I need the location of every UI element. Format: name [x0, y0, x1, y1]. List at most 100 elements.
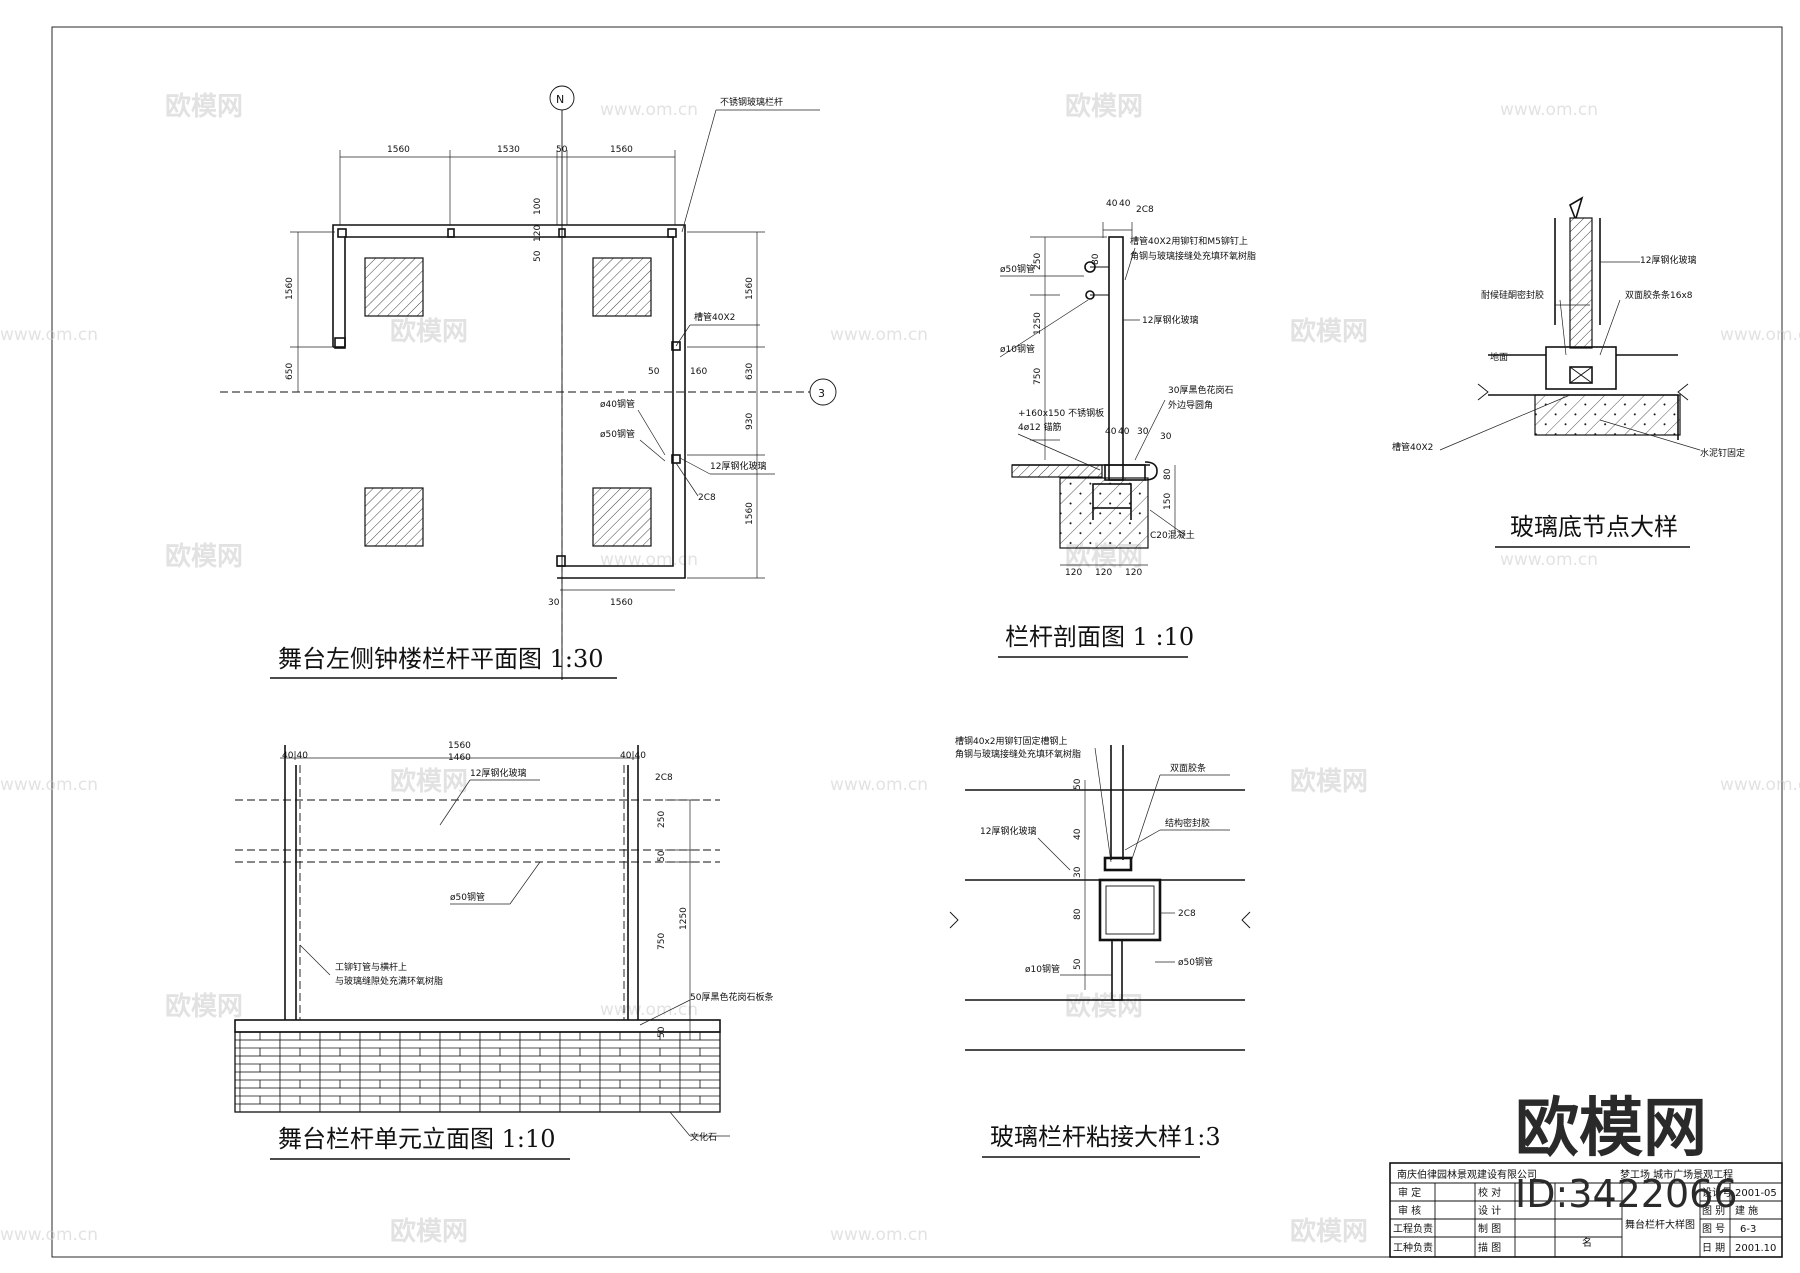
- drawing-rect: [1105, 885, 1155, 935]
- dim-v930: 930: [745, 413, 755, 430]
- column-hatch: [592, 487, 652, 547]
- section-title: 栏杆剖面图 1 :10: [1005, 623, 1194, 651]
- watermark-brand: 欧模网: [1290, 766, 1368, 797]
- axis-3-label: 3: [818, 387, 825, 400]
- label-pipe40: ø40钢管: [600, 398, 635, 410]
- label-pipe50: ø50钢管: [600, 428, 635, 440]
- dim-30: 30: [1073, 866, 1083, 878]
- watermark-site: www.om.cn: [830, 325, 928, 345]
- dim-1460: 1460: [448, 753, 471, 763]
- tb-right-val: 2001.10: [1735, 1243, 1776, 1254]
- label-cultural: 文化石: [690, 1131, 717, 1143]
- label-stone: 50厚黑色花岗石板条: [690, 991, 773, 1003]
- watermark-site: www.om.cn: [600, 550, 698, 570]
- label-silicone: 耐候硅酮密封胶: [1481, 289, 1544, 301]
- label-plate2: 4ø12 锚筋: [1018, 421, 1062, 433]
- tb-name-label: 名: [1582, 1236, 1592, 1249]
- elevation-view: 1560 1460 40|40 40|40 2C8 250 50 1250 75…: [234, 741, 773, 1160]
- watermark-site: www.om.cn: [1500, 100, 1598, 120]
- detail-glass: [1569, 217, 1593, 349]
- drawing-rect: [558, 228, 566, 238]
- label-tape: 双面胶条条16x8: [1625, 289, 1693, 301]
- dim-250: 250: [1033, 253, 1043, 270]
- tb-row-a: 审 定: [1398, 1186, 1421, 1199]
- dim-30: 30: [1160, 432, 1172, 442]
- section-view: 40 40 2C8 250 1250 750 80 ø50钢管 ø10钢管 槽管…: [998, 199, 1256, 658]
- glass-base-detail: 12厚钢化玻璃 耐候硅酮密封胶 双面胶条条16x8 地面 槽管40X2 水泥钉固…: [1392, 196, 1745, 548]
- column-hatch: [364, 487, 424, 547]
- north-label: N: [556, 93, 564, 106]
- dim-50: 50: [1073, 958, 1083, 970]
- dim-1560: 1560: [448, 741, 471, 751]
- label-glass: 12厚钢化玻璃: [710, 460, 766, 472]
- dim-1560-bottom: 1560: [610, 598, 633, 608]
- dim-50: 50: [648, 367, 660, 377]
- railing-outer: [332, 224, 686, 579]
- label-2c8: 2C8: [655, 773, 673, 783]
- watermark-brand: 欧模网: [165, 541, 243, 572]
- drawing-rect: [1011, 464, 1103, 478]
- watermark-brand: 欧模网: [165, 991, 243, 1022]
- joint-title: 玻璃栏杆粘接大样1:3: [990, 1123, 1221, 1151]
- label-tube: 槽管40X2: [1392, 441, 1433, 453]
- dim-v1560c: 1560: [745, 502, 755, 525]
- label-plate1: +160x150 不锈钢板: [1018, 407, 1104, 419]
- dim-50: 50: [1073, 778, 1083, 790]
- dim-750: 750: [1033, 368, 1043, 385]
- dim-v630: 630: [745, 363, 755, 380]
- dim-40: 40: [1105, 427, 1117, 437]
- watermark-site: www.om.cn: [0, 325, 98, 345]
- axis-3-marker: [809, 378, 837, 406]
- elevation-title: 舞台栏杆单元立面图 1:10: [278, 1125, 556, 1153]
- label-note1: 槽管40X2用铆钉和M5铆钉上: [1130, 235, 1248, 247]
- tb-company: 南庆伯律园林景观建设有限公司: [1397, 1168, 1537, 1181]
- drawing-rect: [1389, 1162, 1783, 1258]
- drawing-rect: [234, 1019, 721, 1033]
- label-ground: 地面: [1490, 351, 1508, 363]
- plan-title: 舞台左侧钟楼栏杆平面图 1:30: [278, 645, 604, 673]
- plan-view: N 3 1560 1530 50 1560 1560 650: [220, 85, 837, 680]
- label-stone1: 30厚黑色花岗石: [1168, 384, 1233, 396]
- watermark-site: www.om.cn: [830, 775, 928, 795]
- tb-drawing-name: 舞台栏杆大样图: [1625, 1218, 1695, 1231]
- label-c8: 2C8: [1178, 909, 1196, 919]
- sheet-border: [51, 26, 1783, 1258]
- dim-50: 50: [657, 850, 667, 862]
- dim-1560: 1560: [610, 145, 633, 155]
- drawing-rect: [1534, 394, 1681, 436]
- tb-row-a: 工种负责: [1393, 1241, 1433, 1254]
- dim-40: 40: [1073, 828, 1083, 840]
- watermark-layer: 欧模网 www.om.cn 欧模网 www.om.cn www.om.cn 欧模…: [0, 91, 1800, 1247]
- section-glass: [1108, 236, 1124, 481]
- label-pipe50: ø50钢管: [1178, 956, 1213, 968]
- tb-row-a: 工程负责: [1393, 1222, 1433, 1235]
- label-pipe50: ø50钢管: [1000, 263, 1035, 275]
- dim-40-40: 40|40: [620, 751, 646, 761]
- dim-30: 30: [1137, 427, 1149, 437]
- joint-channel: [1098, 878, 1162, 942]
- dim-50: 50: [556, 145, 568, 155]
- dim-1250: 1250: [679, 907, 689, 930]
- dim-80: 80: [1091, 253, 1101, 265]
- dim-80: 80: [1073, 908, 1083, 920]
- drawing-rect: [1092, 483, 1132, 509]
- dim-120: 120: [1095, 568, 1112, 578]
- dim-v650: 650: [285, 363, 295, 380]
- watermark-site: www.om.cn: [0, 775, 98, 795]
- label-note: 槽钢40x2用铆钉固定槽钢上: [955, 735, 1068, 747]
- watermark-brand: 欧模网: [1065, 91, 1143, 122]
- label-2c8: 2C8: [1136, 205, 1154, 215]
- label-glass: 12厚钢化玻璃: [1640, 254, 1696, 266]
- label-glass: 12厚钢化玻璃: [980, 825, 1036, 837]
- dim-250: 250: [657, 811, 667, 828]
- tb-row-b: 制 图: [1478, 1222, 1501, 1235]
- watermark-id: ID:3422066: [1515, 1172, 1738, 1216]
- tb-row-b: 校 对: [1478, 1186, 1501, 1199]
- label-glass: 12厚钢化玻璃: [470, 767, 526, 779]
- watermark-brand: 欧模网: [1065, 991, 1143, 1022]
- dim-40: 40: [1119, 199, 1131, 209]
- tb-right-key: 设计号: [1702, 1186, 1732, 1199]
- label-channel: 2C8: [698, 493, 716, 503]
- dim-160: 160: [690, 367, 707, 377]
- label-glass: 12厚钢化玻璃: [1142, 314, 1198, 326]
